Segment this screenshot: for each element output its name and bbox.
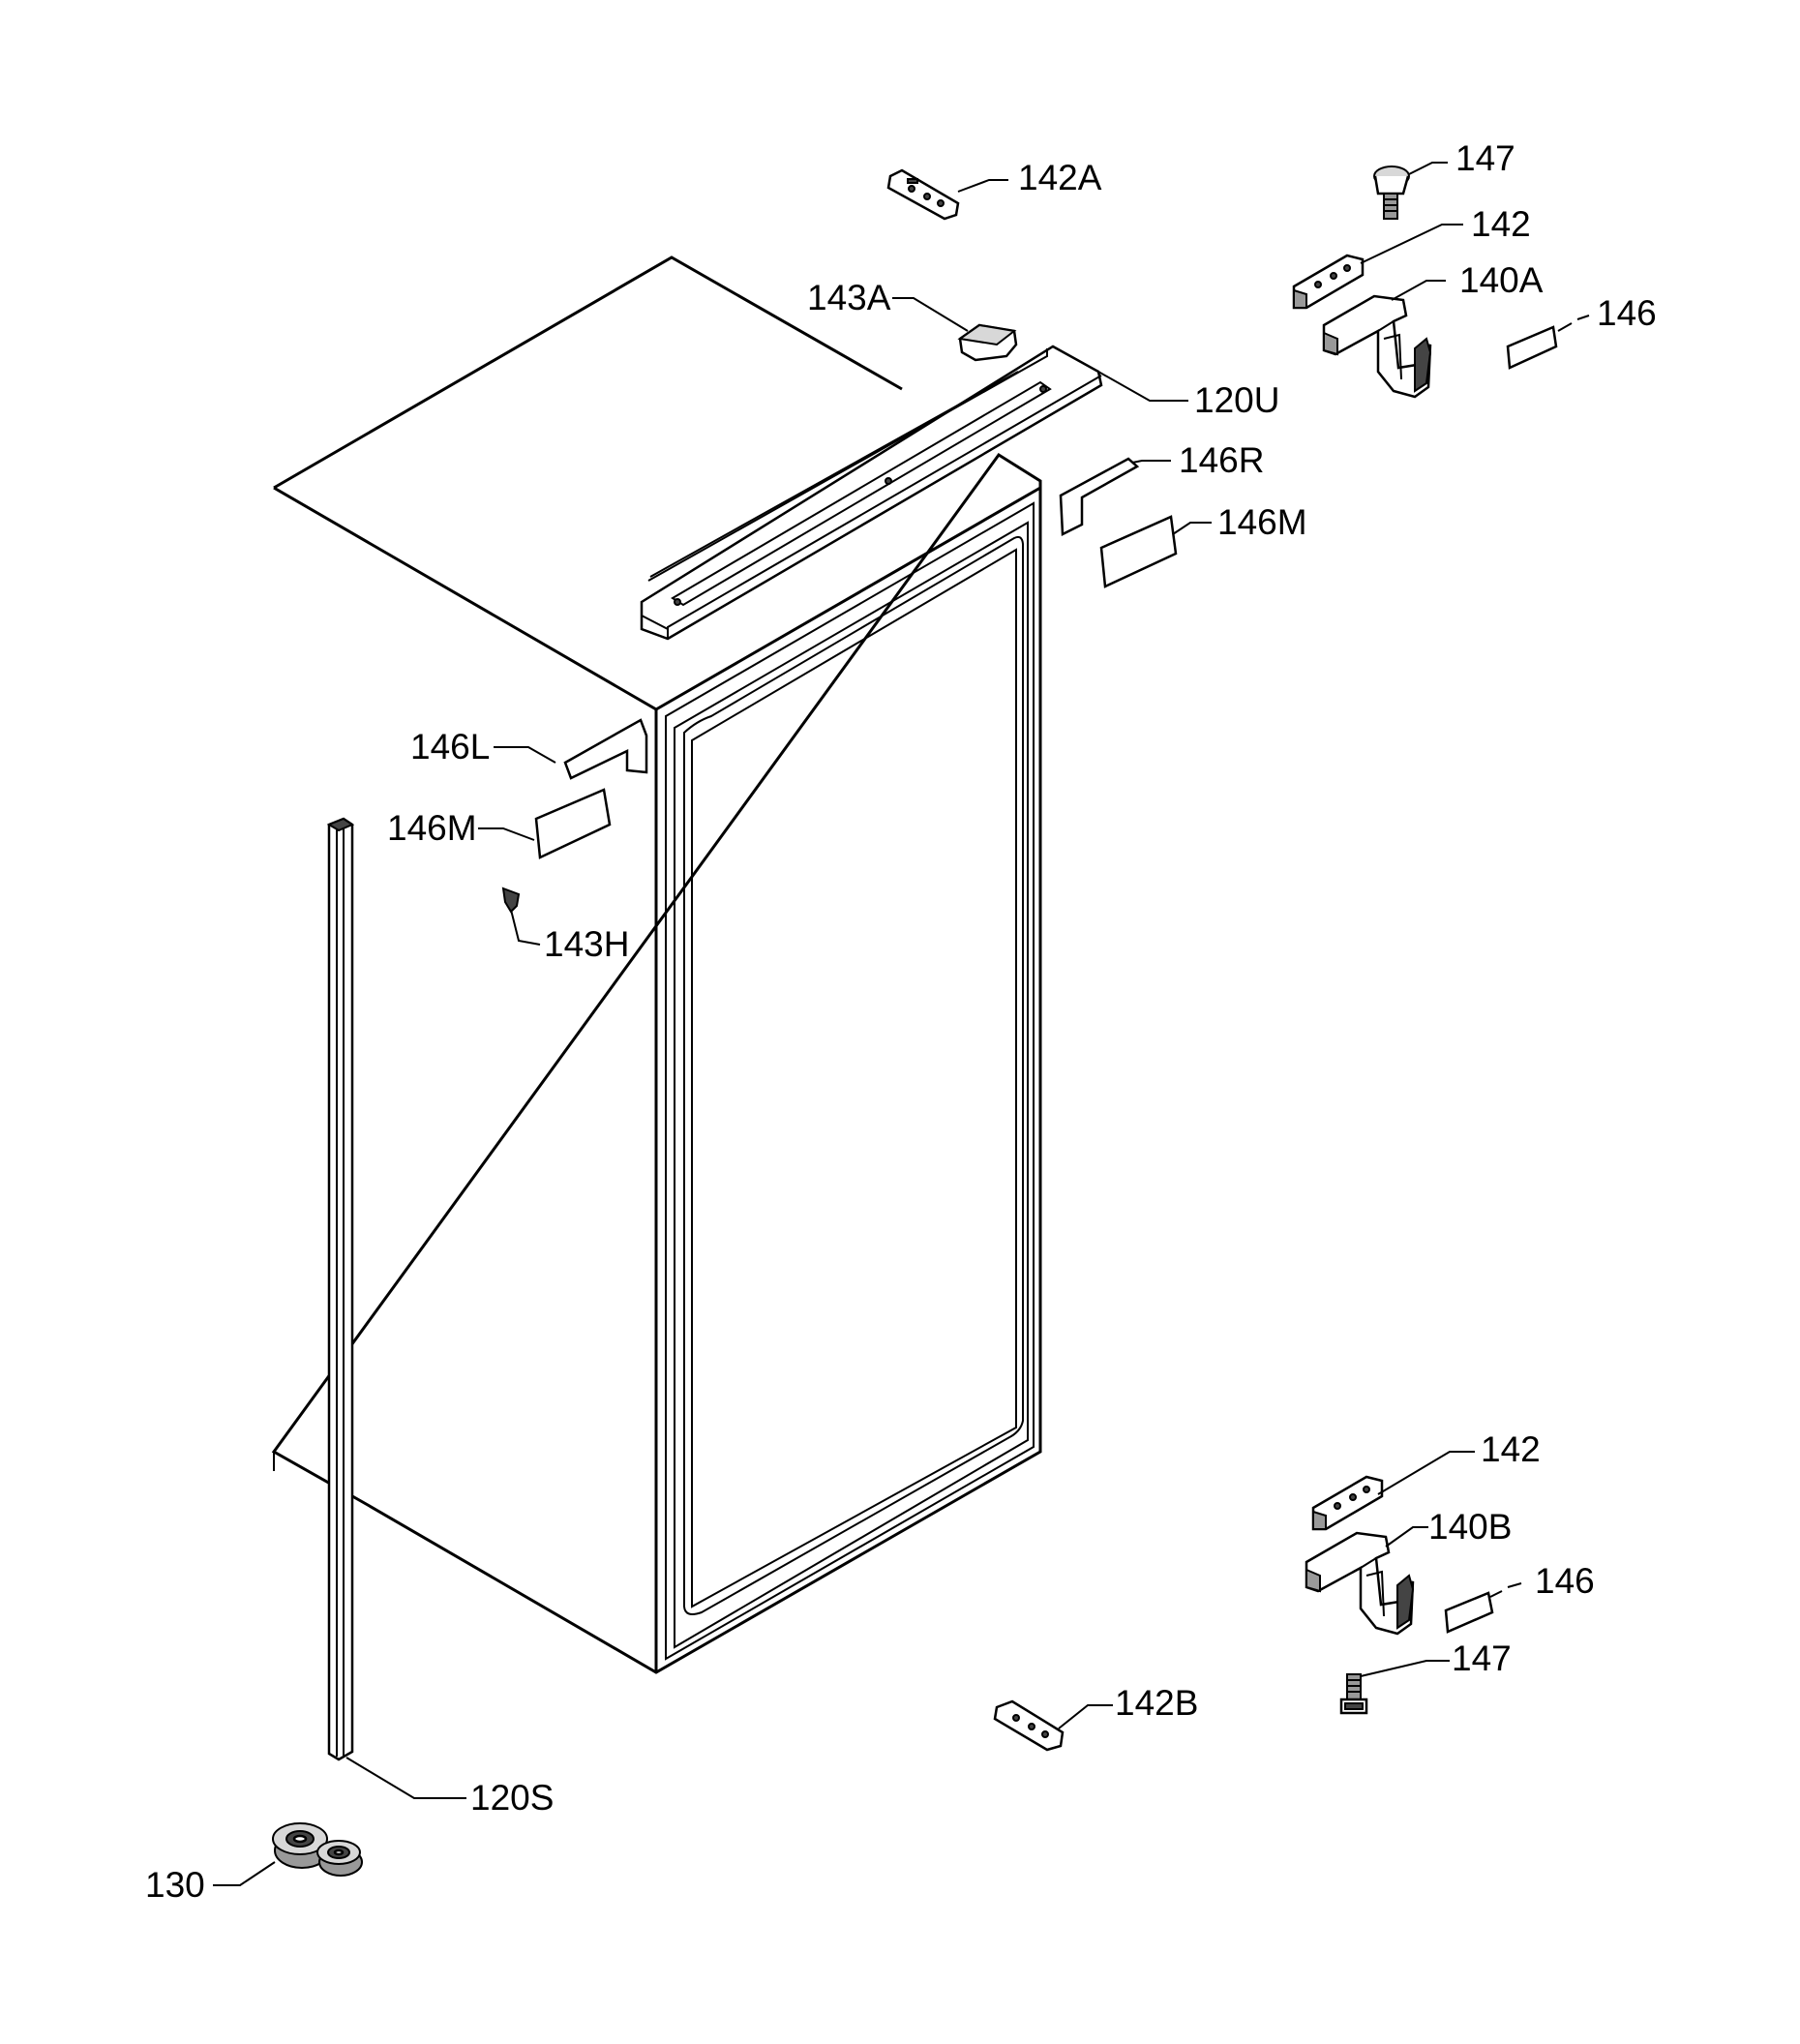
pad-146-top bbox=[1506, 325, 1558, 370]
label-142-bottom: 142 bbox=[1481, 1429, 1541, 1469]
screw-143H bbox=[501, 887, 521, 914]
label-140A: 140A bbox=[1459, 260, 1544, 300]
pad-146M-left bbox=[534, 788, 612, 859]
leader-lines bbox=[213, 162, 1590, 1886]
label-142B: 142B bbox=[1115, 1683, 1198, 1723]
hinge-140B bbox=[1305, 1531, 1415, 1636]
bracket-142-top bbox=[1292, 254, 1365, 310]
bracket-142-bottom bbox=[1311, 1475, 1384, 1531]
label-146M-right: 146M bbox=[1217, 502, 1307, 542]
label-143A: 143A bbox=[807, 278, 891, 317]
pad-146-bottom bbox=[1444, 1591, 1494, 1634]
bolt-147-bottom bbox=[1339, 1673, 1368, 1715]
strip-120S bbox=[326, 817, 355, 1761]
callout-labels: 142A 147 142 140A 146 143A 120U 146R 146… bbox=[145, 138, 1657, 1905]
label-120U: 120U bbox=[1194, 380, 1279, 420]
plate-142B bbox=[993, 1699, 1065, 1752]
pad-146R bbox=[1059, 457, 1140, 536]
label-140B: 140B bbox=[1428, 1507, 1512, 1547]
label-146R: 146R bbox=[1179, 440, 1264, 480]
cap-143A bbox=[957, 323, 1018, 362]
top-rail-120U bbox=[640, 345, 1103, 641]
label-120S: 120S bbox=[470, 1778, 554, 1818]
plate-142A bbox=[886, 168, 960, 221]
label-147-top: 147 bbox=[1455, 138, 1515, 178]
label-143H: 143H bbox=[544, 924, 629, 964]
cabinet-body bbox=[271, 256, 1042, 1674]
feet-130 bbox=[272, 1822, 363, 1877]
label-130: 130 bbox=[145, 1865, 205, 1905]
label-142-top: 142 bbox=[1471, 204, 1531, 244]
label-146M-left: 146M bbox=[387, 808, 477, 848]
label-142A: 142A bbox=[1018, 158, 1102, 197]
hinge-140A bbox=[1322, 294, 1432, 399]
pad-146L bbox=[563, 718, 648, 780]
bolt-147-top bbox=[1373, 165, 1410, 220]
label-147-bottom: 147 bbox=[1452, 1638, 1512, 1678]
label-146L: 146L bbox=[410, 727, 490, 766]
pad-146M-right bbox=[1099, 515, 1178, 588]
label-146-top: 146 bbox=[1597, 293, 1657, 333]
label-146-bottom: 146 bbox=[1535, 1561, 1595, 1601]
